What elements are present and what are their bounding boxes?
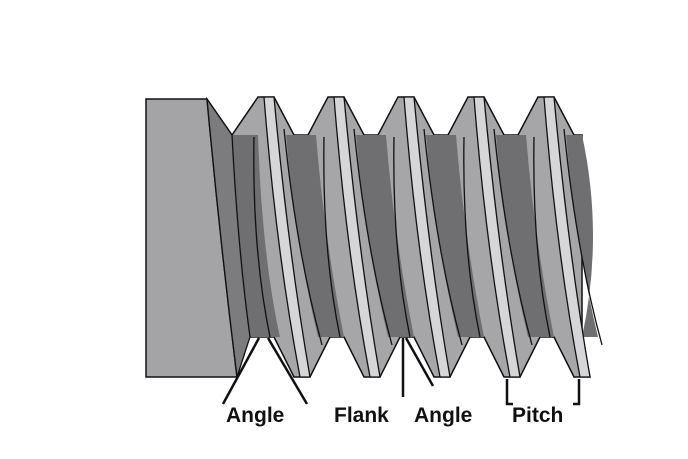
pitch-bracket <box>505 379 581 406</box>
crest-highlight <box>403 96 451 378</box>
label-flank: Flank <box>334 404 389 427</box>
label-angle-left: Angle <box>226 404 285 427</box>
flank-line <box>253 136 271 338</box>
angle-leader-line <box>266 337 309 405</box>
thread-root <box>286 135 344 337</box>
label-angle-right: Angle <box>414 404 473 427</box>
thread-root <box>496 135 554 337</box>
angle-leader-line <box>404 337 435 387</box>
flank-line <box>563 128 603 346</box>
angle-leader-line <box>221 337 261 405</box>
crest-highlight <box>543 96 591 378</box>
flank-line <box>323 136 341 338</box>
crest-highlight <box>473 96 521 378</box>
label-pitch: Pitch <box>512 404 564 427</box>
crest-highlight <box>333 96 381 378</box>
flank-line <box>393 136 411 338</box>
flank-line <box>423 128 463 346</box>
crest-highlight <box>263 96 311 378</box>
flank-line <box>493 128 533 346</box>
flank-line <box>283 128 323 346</box>
thread-root <box>426 135 484 337</box>
flank-line <box>463 136 481 338</box>
flank-line <box>533 136 551 338</box>
thread-root <box>566 135 598 337</box>
thread-root <box>356 135 414 337</box>
flank-line <box>353 128 393 346</box>
